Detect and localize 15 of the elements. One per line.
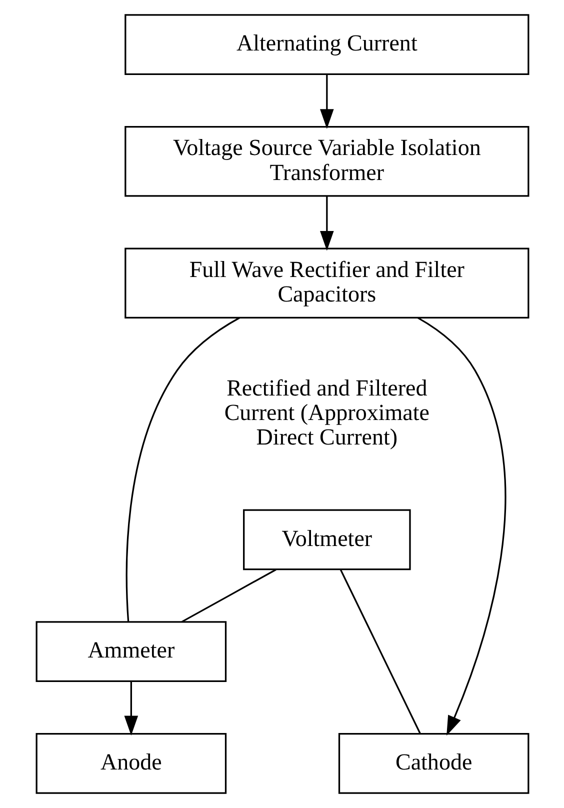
arrow — [124, 682, 138, 736]
node-box: Full Wave Rectifier and Filter Capacitors — [124, 248, 529, 318]
arrow — [416, 316, 506, 736]
connector — [339, 569, 420, 734]
node-box: Voltage Source Variable Isolation Transformer — [124, 126, 529, 197]
node-box: Alternating Current — [124, 14, 529, 75]
arrow — [320, 196, 334, 251]
node-box: Cathode — [338, 733, 529, 794]
node-box: Anode — [35, 733, 226, 794]
connector — [125, 316, 240, 622]
arrow — [320, 74, 334, 129]
node-box: Voltmeter — [242, 509, 410, 570]
node-box: Ammeter — [35, 621, 226, 682]
label: Rectified and Filtered Current (Approximate Direct Current) — [224, 374, 429, 450]
connector — [180, 568, 276, 623]
